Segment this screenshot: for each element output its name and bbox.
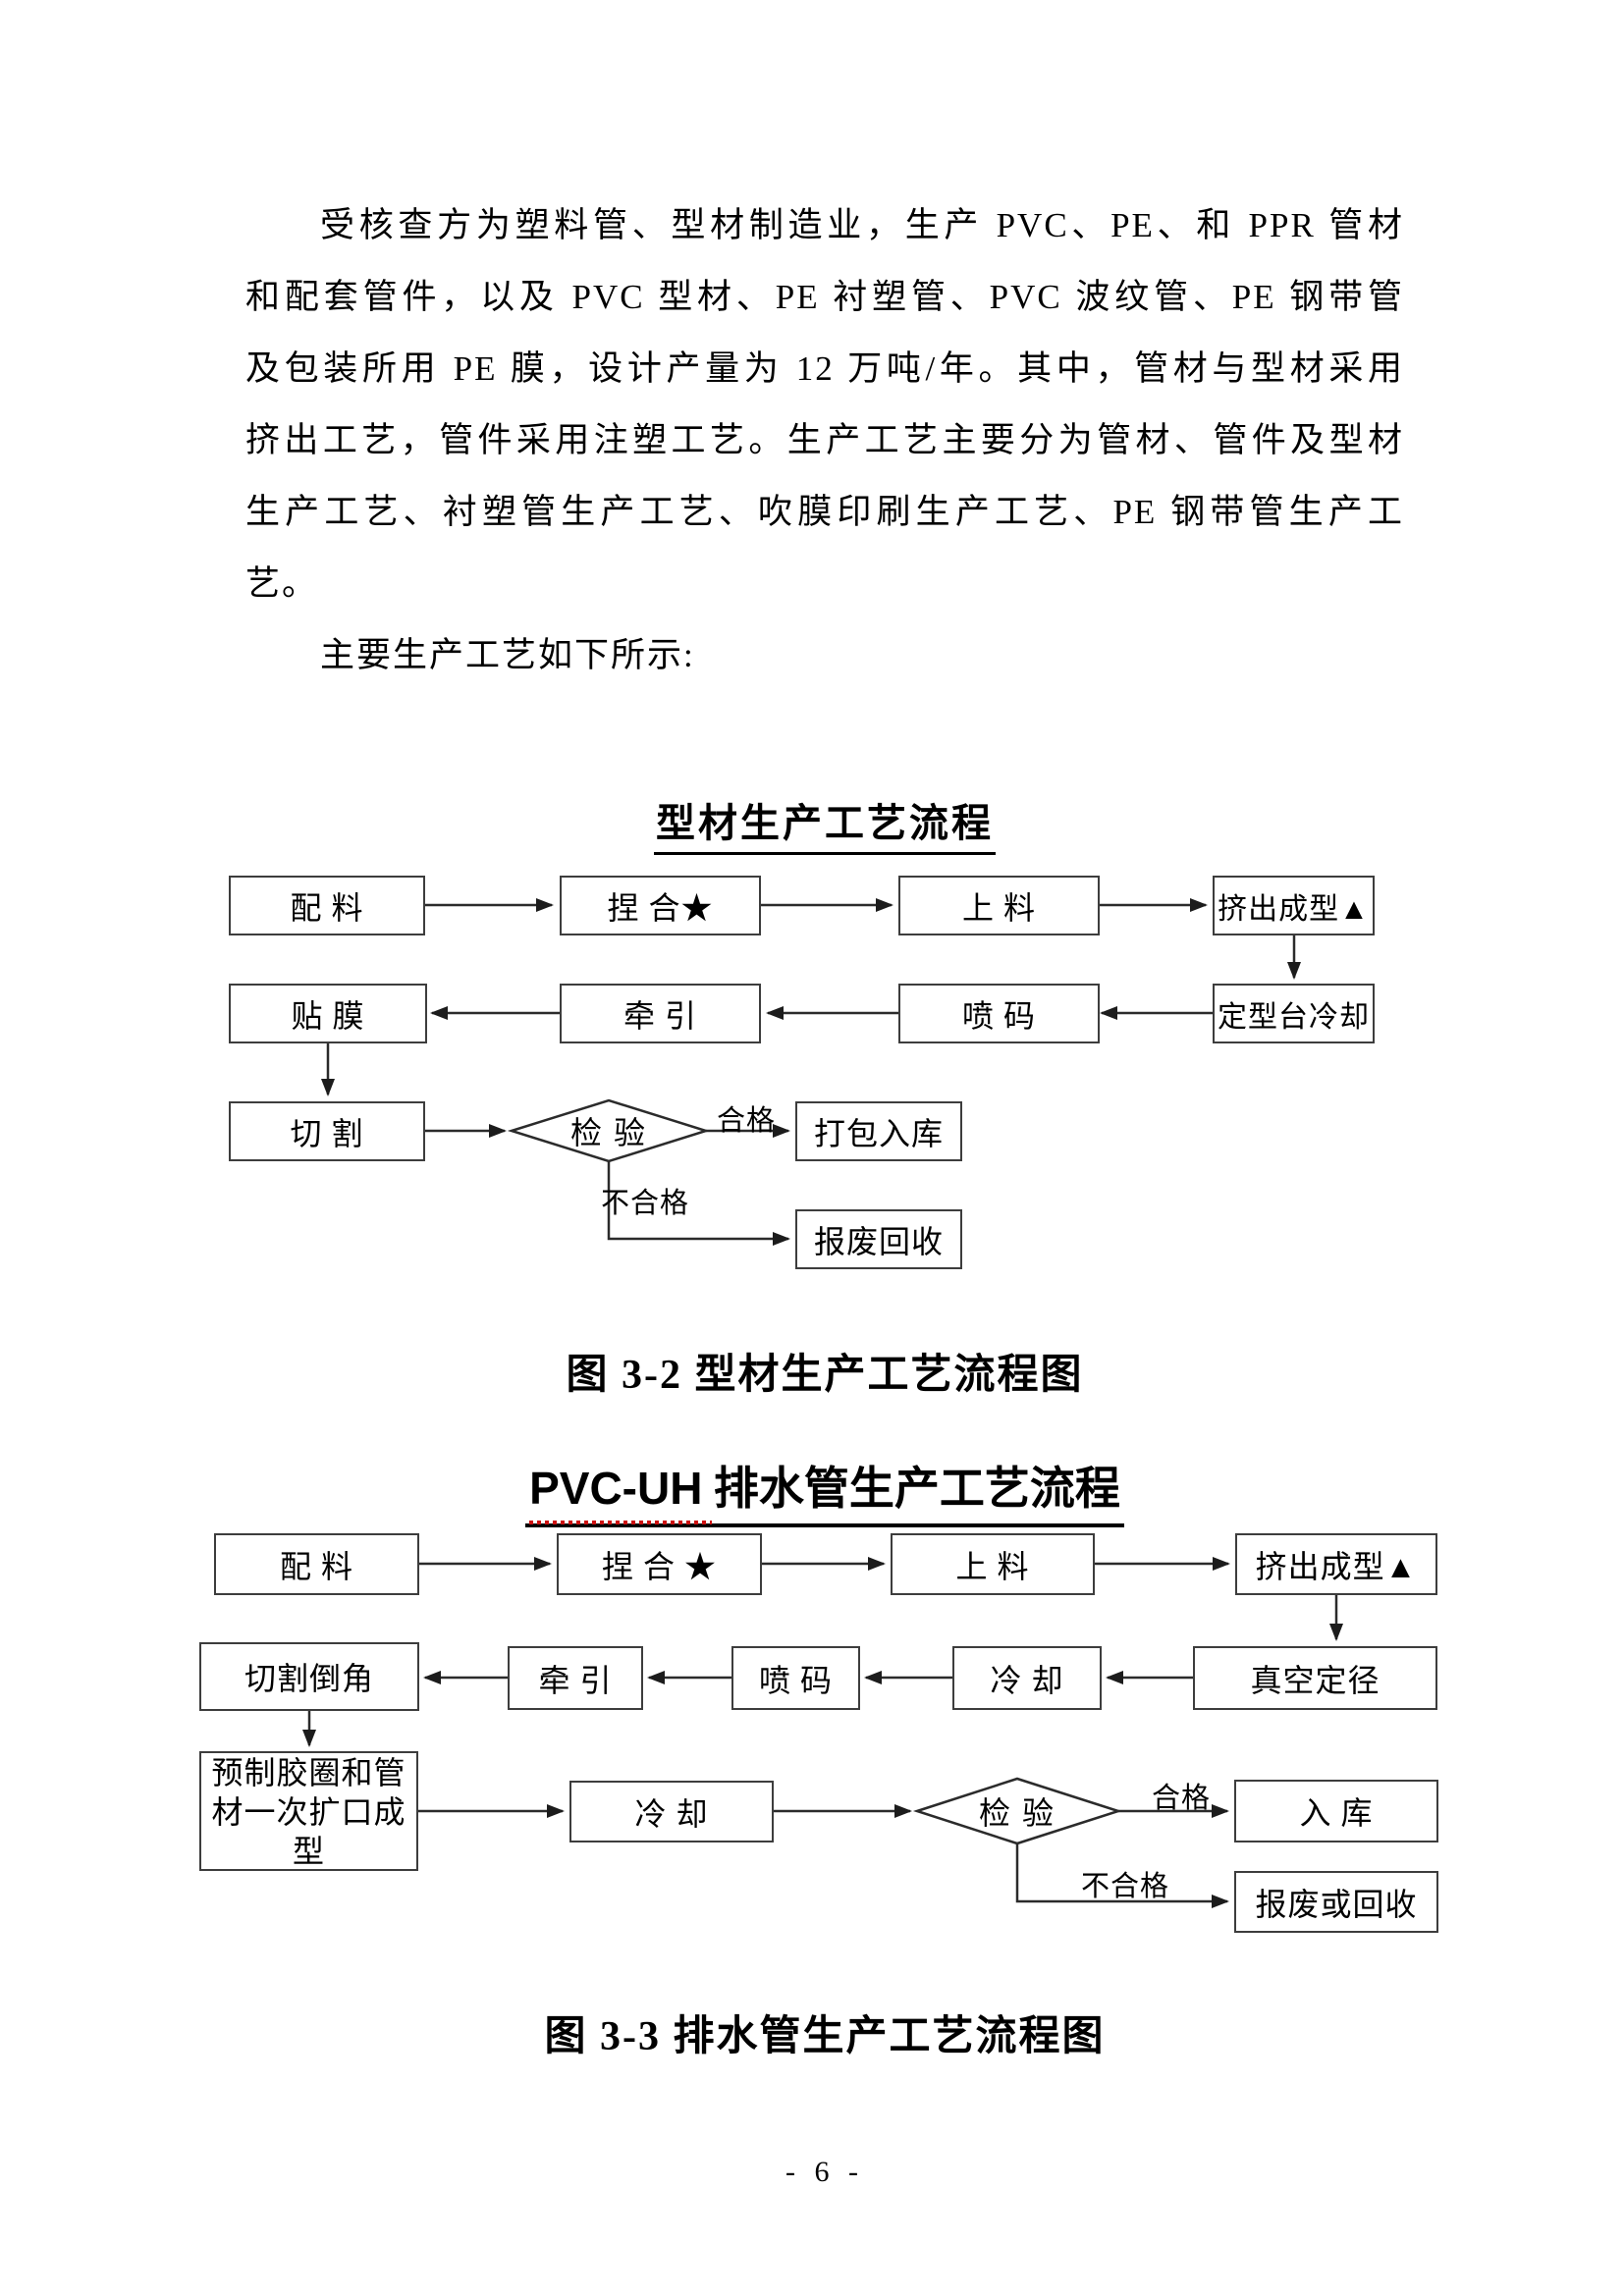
chart1-caption: 图 3-2 型材生产工艺流程图 bbox=[566, 1353, 1084, 1398]
flow-node-flaring: 预制胶圈和管 材一次扩口成型 bbox=[199, 1751, 418, 1871]
chart2-title: PVC-UH 排水管生产工艺流程 bbox=[525, 1453, 1124, 1527]
chart2-caption: 图 3-3 排水管生产工艺流程图 bbox=[544, 2014, 1106, 2059]
flow-node-kneading: 捏 合★ bbox=[560, 876, 761, 935]
flow-node-film-laminating: 贴 膜 bbox=[229, 984, 427, 1043]
edge-label-fail: 不合格 bbox=[601, 1188, 690, 1219]
flow-node-shaping-cooling: 定型台冷却 bbox=[1213, 984, 1375, 1043]
chart1-title-wrap: 型材生产工艺流程 bbox=[245, 791, 1404, 855]
paragraph-line: 受核查方为塑料管、型材制造业，生产 PVC、PE、和 PPR 管材 bbox=[320, 206, 1404, 244]
flow-node-coding-2: 喷 码 bbox=[731, 1646, 860, 1710]
paragraph-line: 艺。 bbox=[245, 564, 319, 603]
flow-node-packing: 打包入库 bbox=[795, 1101, 962, 1161]
page-number: - 6 - bbox=[785, 2156, 864, 2188]
paragraph-line: 挤出工艺，管件采用注塑工艺。生产工艺主要分为管材、管件及型材 bbox=[245, 421, 1404, 459]
flow-node-batching: 配 料 bbox=[229, 876, 425, 935]
edge-label-pass: 合格 bbox=[716, 1105, 776, 1137]
decision-diamond bbox=[507, 1098, 711, 1163]
flow-node-cut-chamfer: 切割倒角 bbox=[199, 1642, 419, 1711]
paragraph-line: 及包装所用 PE 膜，设计产量为 12 万吨/年。其中，管材与型材采用 bbox=[245, 349, 1404, 388]
flow-node-extrusion-2: 挤出成型▲ bbox=[1235, 1533, 1437, 1595]
flow-node-coding: 喷 码 bbox=[898, 984, 1100, 1043]
flow-node-feeding: 上 料 bbox=[898, 876, 1100, 935]
flow-node-vacuum-sizing: 真空定径 bbox=[1193, 1646, 1437, 1710]
flow-node-traction-2: 牵 引 bbox=[508, 1646, 643, 1710]
flow-node-feeding-2: 上 料 bbox=[891, 1533, 1095, 1595]
flow-node-scrap: 报废回收 bbox=[795, 1209, 962, 1269]
chart2-title-cn: 排水管生产工艺流程 bbox=[702, 1464, 1120, 1514]
edge-label-pass-2: 合格 bbox=[1151, 1783, 1211, 1814]
flow-node-cutting: 切 割 bbox=[229, 1101, 425, 1161]
flow-node-warehousing: 入 库 bbox=[1234, 1780, 1438, 1842]
chart2-title-wrap: PVC-UH 排水管生产工艺流程 bbox=[245, 1453, 1404, 1527]
edge-label-fail-2: 不合格 bbox=[1080, 1871, 1169, 1902]
flow-node-batching-2: 配 料 bbox=[214, 1533, 419, 1595]
flow-node-inspection: 检 验 bbox=[569, 1115, 647, 1150]
flow-node-cooling-2: 冷 却 bbox=[569, 1781, 774, 1842]
chart2-title-latin: PVC-UH bbox=[529, 1463, 713, 1524]
flow-node-traction: 牵 引 bbox=[560, 984, 761, 1043]
flow-node-extrusion: 挤出成型▲ bbox=[1213, 876, 1375, 935]
flow-node-kneading-2: 捏 合 ★ bbox=[557, 1533, 762, 1595]
flow-node-inspection-2: 检 验 bbox=[978, 1795, 1056, 1831]
flow-node-flaring-line2: 材一次扩口成型 bbox=[211, 1794, 406, 1869]
body-paragraph: 受核查方为塑料管、型材制造业，生产 PVC、PE、和 PPR 管材 和配套管件，… bbox=[245, 189, 1404, 619]
decision-diamond bbox=[912, 1777, 1123, 1845]
flow-node-flaring-line1: 预制胶圈和管 bbox=[211, 1755, 406, 1790]
chart1-title: 型材生产工艺流程 bbox=[654, 791, 996, 855]
paragraph-line: 和配套管件，以及 PVC 型材、PE 衬塑管、PVC 波纹管、PE 钢带管 bbox=[245, 278, 1404, 316]
intro-line: 主要生产工艺如下所示: bbox=[320, 636, 695, 674]
flow-node-cooling: 冷 却 bbox=[952, 1646, 1102, 1710]
paragraph-line: 生产工艺、衬塑管生产工艺、吹膜印刷生产工艺、PE 钢带管生产工 bbox=[245, 493, 1404, 531]
flow-node-scrap-2: 报废或回收 bbox=[1234, 1871, 1438, 1933]
